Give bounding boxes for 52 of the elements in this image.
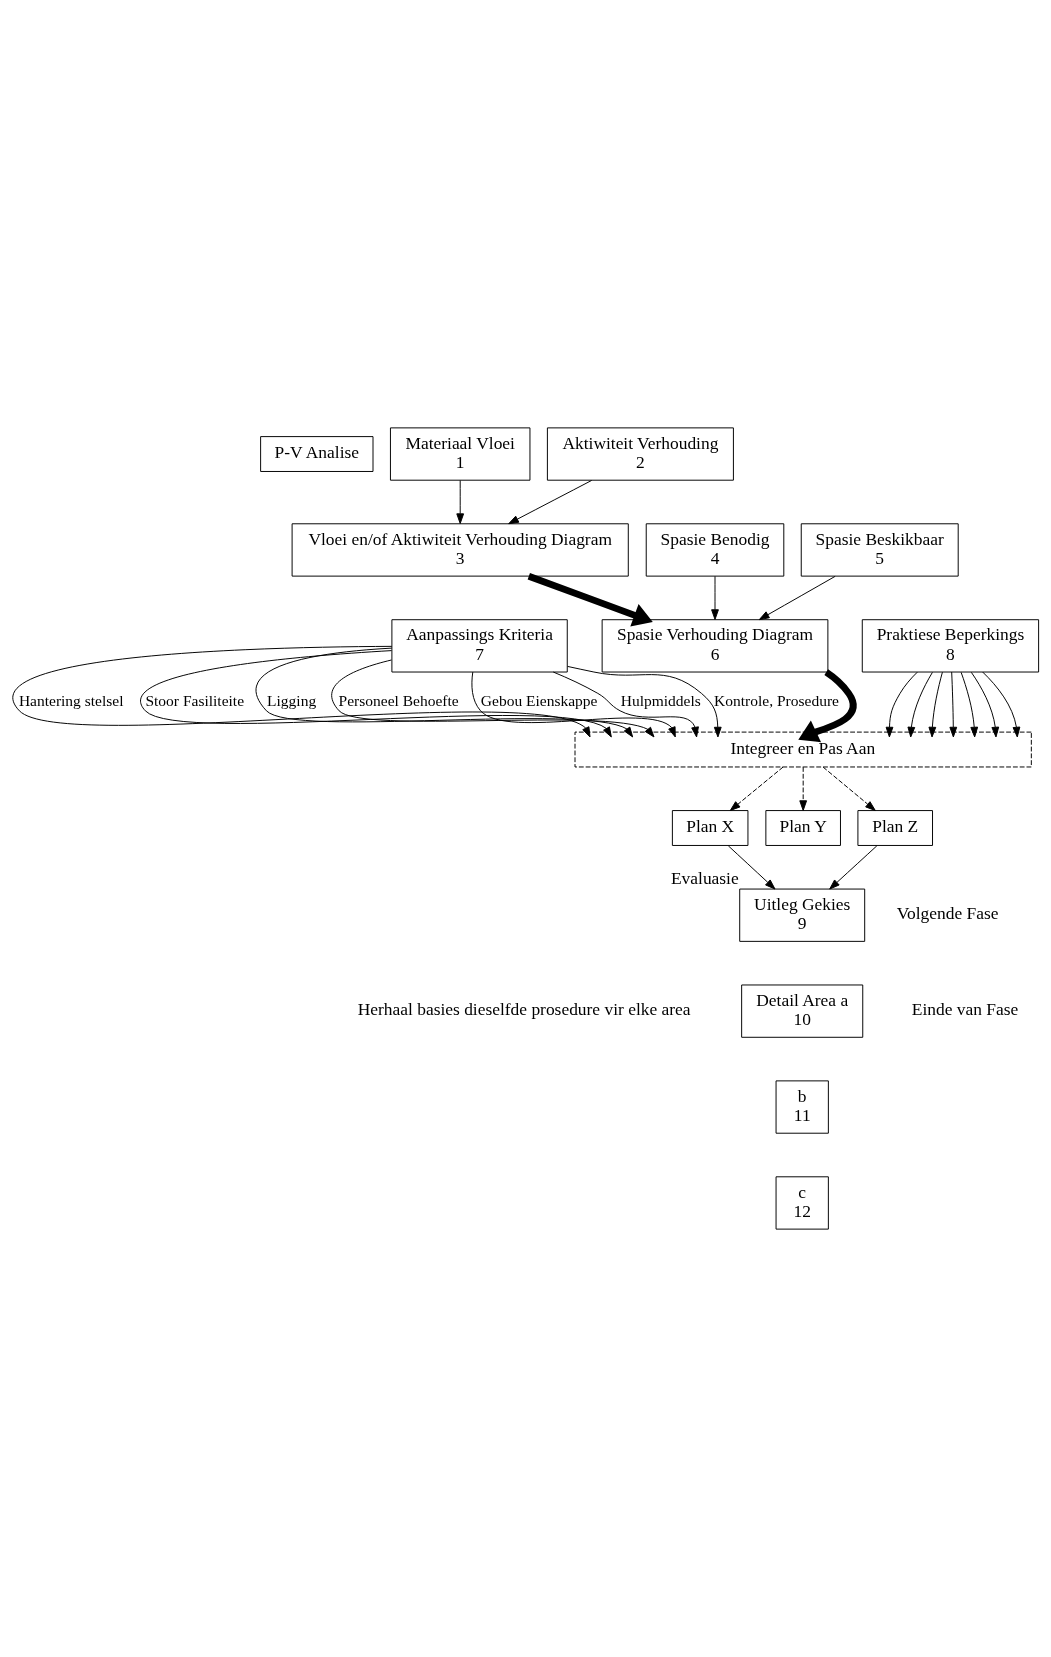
node-box: Uitleg Gekies 9 <box>739 888 866 942</box>
arrow <box>758 575 836 621</box>
arrow <box>928 671 943 738</box>
node-box: Plan X <box>671 810 749 846</box>
label: Herhaal basies dieselfde prosedure vir elke area <box>357 999 691 1020</box>
arrow <box>960 671 979 738</box>
arrow <box>829 845 878 890</box>
node-box: Integreer en Pas Aan <box>574 731 1032 768</box>
arrow <box>970 671 1000 738</box>
arrow <box>822 766 876 811</box>
edge-label: Hantering stelsel <box>18 691 124 709</box>
label: Einde van Fase <box>911 999 1019 1020</box>
node-box: Plan Y <box>765 810 841 846</box>
edge-label: Ligging <box>267 691 317 709</box>
node-box: Plan Z <box>857 810 933 846</box>
node-box: P-V Analise <box>260 436 374 472</box>
arrow <box>907 671 933 738</box>
node-box: Vloei en/of Aktiwiteit Verhouding Diagram 3 <box>291 523 629 577</box>
edge-label: Hulpmiddels <box>620 691 701 709</box>
node-box: Detail Area a 10 <box>741 984 864 1038</box>
node-box: Spasie Benodig 4 <box>645 523 785 577</box>
node-box: Spasie Verhouding Diagram 6 <box>601 619 829 673</box>
node-box: Aanpassings Kriteria 7 <box>391 619 568 673</box>
node-box: Spasie Beskikbaar 5 <box>800 523 959 577</box>
edge-label: Personeel Behoefte <box>338 691 459 709</box>
edge-label: Stoor Fasiliteite <box>145 691 245 709</box>
arrow <box>508 479 593 525</box>
node-box: Praktiese Beperkings 8 <box>861 619 1040 673</box>
arrow <box>471 671 676 738</box>
node-label: Evaluasie <box>670 867 739 888</box>
arrow <box>456 479 465 524</box>
arrow <box>949 671 958 738</box>
arrow <box>798 669 857 743</box>
arrow <box>729 766 784 811</box>
arrow <box>727 845 776 890</box>
arrow <box>12 645 591 738</box>
edge-label: Gebou Eienskappe <box>480 691 598 709</box>
arrow <box>552 671 699 738</box>
arrow <box>140 650 612 738</box>
edge-label: Kontrole, Prosedure <box>714 691 839 709</box>
node-box: c 12 <box>775 1176 829 1230</box>
node-box: b 11 <box>775 1080 829 1134</box>
node-box: Materiaal Vloei 1 <box>389 427 531 481</box>
arrow <box>799 766 808 811</box>
label: Volgende Fase <box>896 903 999 924</box>
arrow <box>255 647 634 738</box>
node-box: Aktiwiteit Verhouding 2 <box>546 427 734 481</box>
arrow <box>885 671 918 738</box>
arrow <box>567 665 722 738</box>
arrow <box>982 671 1021 738</box>
arrow <box>711 575 719 620</box>
arrow <box>331 659 655 738</box>
